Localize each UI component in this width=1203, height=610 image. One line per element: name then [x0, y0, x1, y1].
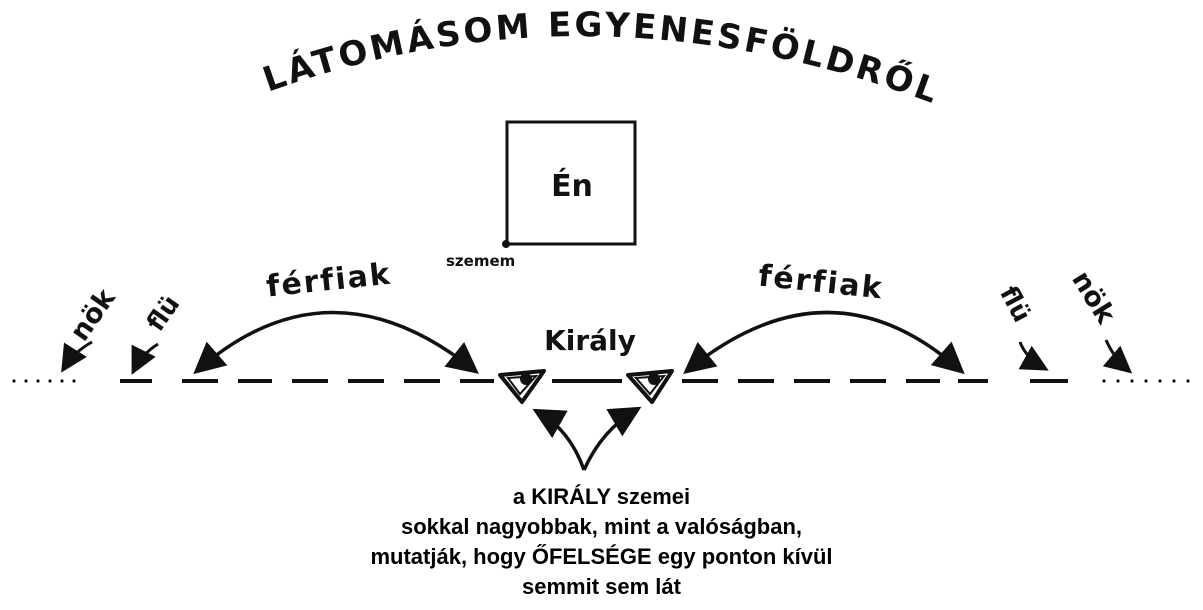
left-boy-arrow	[131, 342, 159, 375]
left-boy-label: flü	[141, 290, 186, 336]
eye-label: szemem	[446, 252, 515, 270]
right-men-arrow	[683, 310, 965, 375]
observer-eye-dot	[502, 240, 510, 248]
caption-line: a KIRÁLY szemei	[512, 484, 691, 509]
caption: a KIRÁLY szemei sokkal nagyobbak, mint a…	[0, 482, 1203, 602]
dotted-line-right	[1102, 379, 1190, 383]
right-boy-label: flü	[994, 281, 1037, 327]
dotted-line-left	[12, 379, 76, 383]
right-men-label: férfiak	[757, 259, 886, 307]
right-boy-arrow	[1018, 341, 1049, 371]
observer-label: Én	[551, 168, 593, 204]
diagram-title: LÁTOMÁSOM EGYENESFÖLDRŐL	[258, 5, 946, 112]
caption-line: sokkal nagyobbak, mint a valóságban,	[400, 514, 803, 539]
king-label: Király	[544, 324, 636, 357]
eyes-pointer-right	[582, 406, 642, 471]
left-women-arrow	[61, 340, 93, 373]
right-women-arrow	[1102, 339, 1133, 374]
king-right-eye	[626, 369, 674, 404]
caption-line: semmit sem lát	[522, 574, 681, 599]
observer-box	[505, 120, 637, 246]
eyes-pointer-left	[532, 408, 586, 471]
right-women-label: nök	[1065, 266, 1121, 331]
left-women-label: nök	[64, 283, 122, 347]
king-left-eye	[498, 369, 546, 404]
caption-line: mutatják, hogy ŐFELSÉGE egy ponton kívül	[370, 544, 833, 569]
left-men-arrow	[193, 310, 479, 375]
left-men-label: férfiak	[265, 257, 394, 305]
